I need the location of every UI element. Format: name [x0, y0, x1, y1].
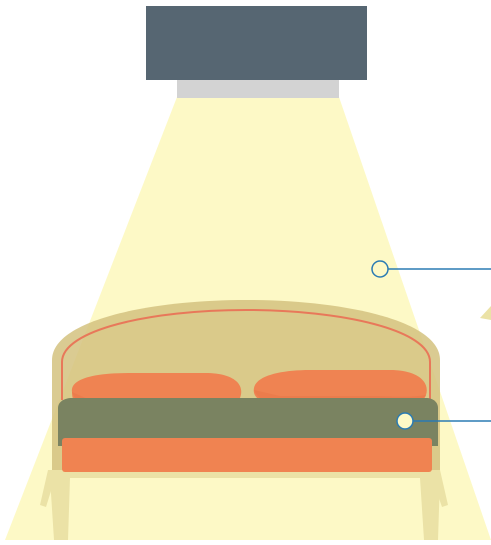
sofa-leg-left	[50, 478, 70, 540]
callout-light-beam	[371, 260, 491, 278]
callout-marker	[371, 260, 389, 278]
callout-seat-cushion	[396, 412, 491, 430]
sofa-backrest-outline	[61, 308, 431, 400]
pillow-right	[253, 370, 427, 405]
lamp-diffuser	[177, 80, 339, 98]
lamp-housing	[146, 6, 367, 80]
base-cushion	[62, 438, 432, 472]
sofa-leg-right	[420, 478, 440, 540]
offscreen-mark	[480, 306, 491, 320]
sofa-frame	[40, 470, 448, 507]
seat-cushion	[58, 398, 438, 446]
sofa	[40, 300, 448, 540]
callout-marker	[396, 412, 414, 430]
ceiling-lamp	[146, 6, 367, 98]
